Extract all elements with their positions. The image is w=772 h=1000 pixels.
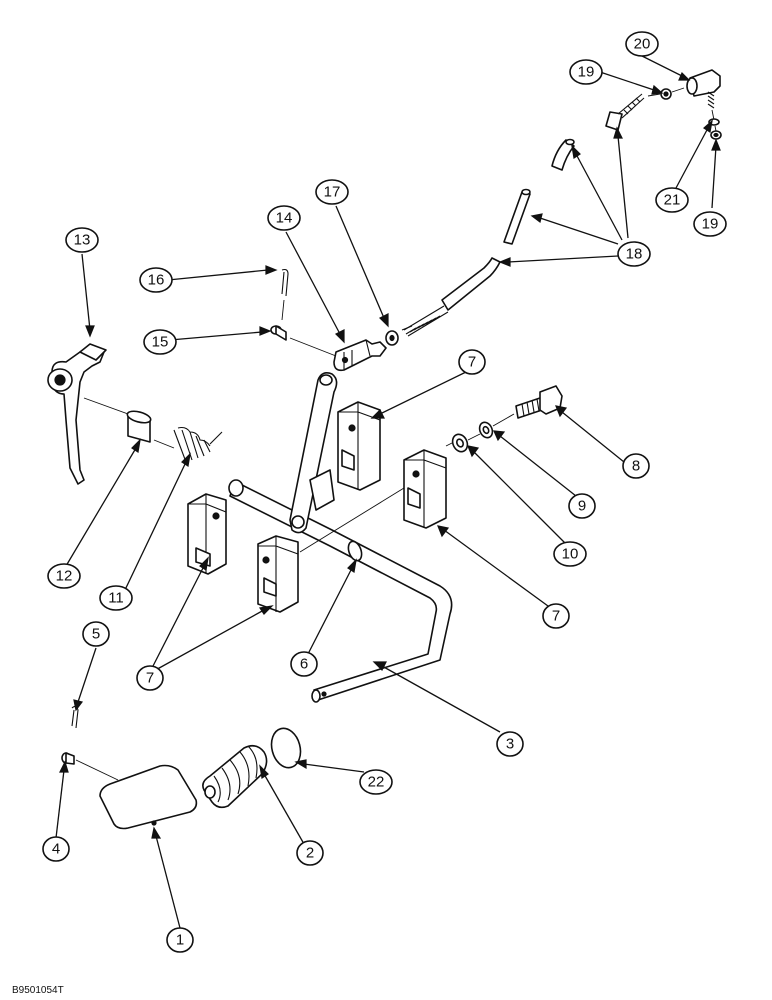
callout-17-label: 17: [324, 184, 341, 201]
part-19-nut-lower: [710, 130, 722, 140]
callout-16: 16: [139, 267, 173, 293]
part-18-rod-upper: [551, 138, 575, 171]
callout-7c-label: 7: [146, 670, 154, 687]
part-22-o-ring: [270, 727, 302, 769]
callout-21: 21: [655, 187, 689, 213]
part-17-nut: [385, 330, 399, 346]
callout-7a-label: 7: [468, 354, 476, 371]
part-11-spring: [173, 426, 223, 463]
callout-18: 18: [617, 241, 651, 267]
callout-11: 11: [99, 585, 133, 611]
part-15-pin: [270, 325, 287, 341]
callout-7c: 7: [136, 665, 164, 691]
callout-15-label: 15: [152, 334, 169, 351]
callout-18-label: 18: [626, 246, 643, 263]
callout-19b: 19: [693, 211, 727, 237]
callout-9-label: 9: [578, 498, 586, 515]
callout-2-label: 2: [306, 845, 314, 862]
callout-2: 2: [296, 840, 324, 866]
figure-id: B9501054T: [12, 985, 64, 996]
part-8-bolt: [515, 385, 563, 419]
callout-3-label: 3: [506, 736, 514, 753]
part-6-collar: [347, 540, 363, 562]
callout-4: 4: [42, 836, 70, 862]
callout-16-label: 16: [148, 272, 165, 289]
callout-12: 12: [47, 563, 81, 589]
part-7-block-upper: [337, 401, 381, 491]
callout-20-label: 20: [634, 36, 651, 53]
part-7-block-left: [187, 493, 227, 575]
callout-14: 14: [267, 205, 301, 231]
callout-13-label: 13: [74, 232, 91, 249]
callout-8-label: 8: [632, 458, 640, 475]
callout-1-label: 1: [176, 932, 184, 949]
callout-15: 15: [143, 329, 177, 355]
part-5-cotter-pin: [71, 705, 79, 729]
callout-22: 22: [359, 769, 393, 795]
callout-6: 6: [290, 651, 318, 677]
part-3-pedal-shaft: [228, 479, 453, 703]
callout-7a: 7: [458, 349, 486, 375]
part-19-nut-upper: [660, 88, 672, 100]
callout-7b: 7: [542, 603, 570, 629]
part-13-bracket: [47, 343, 107, 485]
part-20-swivel: [686, 69, 721, 109]
part-12-bushing: [126, 410, 152, 443]
part-2-boot: [202, 744, 268, 809]
callout-7b-label: 7: [552, 608, 560, 625]
callout-14-label: 14: [276, 210, 293, 227]
callout-3: 3: [496, 731, 524, 757]
callout-21-label: 21: [664, 192, 681, 209]
callout-12-label: 12: [56, 568, 73, 585]
part-10-washer: [451, 433, 469, 453]
leader-lines: [55, 55, 721, 929]
callout-19a: 19: [569, 59, 603, 85]
part-7-block-center: [257, 535, 299, 613]
callout-17: 17: [315, 179, 349, 205]
callout-8: 8: [622, 453, 650, 479]
callout-5-label: 5: [92, 626, 100, 643]
part-4-pin: [61, 752, 75, 765]
callout-5: 5: [82, 621, 110, 647]
part-18-rod-mid: [503, 188, 531, 245]
callout-6-label: 6: [300, 656, 308, 673]
callout-9: 9: [568, 493, 596, 519]
callout-10-label: 10: [562, 546, 579, 563]
part-9-lock-washer: [478, 421, 494, 439]
part-1-pedal-pad: [99, 764, 198, 830]
callout-10: 10: [553, 541, 587, 567]
part-18-threaded-rod: [605, 93, 645, 131]
callout-1: 1: [166, 927, 194, 953]
part-16-cotter-pin: [281, 268, 289, 297]
pedal-arm: [289, 372, 338, 534]
callout-19b-label: 19: [702, 216, 719, 233]
part-7-block-right: [403, 449, 447, 529]
callout-22-label: 22: [368, 774, 385, 791]
callout-11-label: 11: [108, 590, 124, 607]
callout-4-label: 4: [52, 841, 60, 858]
part-18-rod-lower: [401, 257, 501, 337]
callout-20: 20: [625, 31, 659, 57]
part-14-clevis: [333, 339, 387, 372]
callout-13: 13: [65, 227, 99, 253]
callout-19a-label: 19: [578, 64, 595, 81]
